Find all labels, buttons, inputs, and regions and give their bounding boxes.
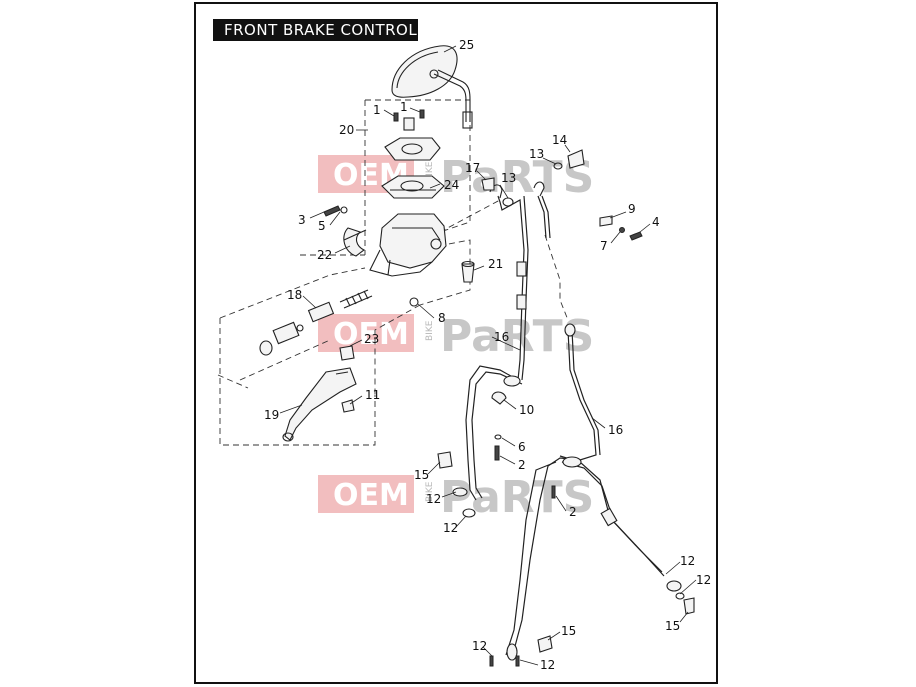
callout-15c: 15 bbox=[561, 624, 576, 638]
callout-23: 23 bbox=[364, 332, 379, 346]
callout-12f: 12 bbox=[540, 658, 555, 672]
callout-16b: 16 bbox=[608, 423, 623, 437]
callout-5: 5 bbox=[318, 219, 326, 233]
callout-17: 17 bbox=[465, 161, 480, 175]
callout-2b: 2 bbox=[569, 505, 577, 519]
callout-12b: 12 bbox=[443, 521, 458, 535]
svg-text:PaRTS: PaRTS bbox=[440, 311, 594, 362]
upper-brake-line bbox=[452, 184, 529, 501]
callout-20: 20 bbox=[339, 123, 354, 137]
reservoir-cover-group bbox=[381, 109, 445, 199]
callout-12c: 12 bbox=[680, 554, 695, 568]
watermark-middle: OEM BIKE PaRTS bbox=[318, 311, 594, 362]
callout-13b: 13 bbox=[529, 147, 544, 161]
callout-12d: 12 bbox=[696, 573, 711, 587]
callout-19: 19 bbox=[264, 408, 279, 422]
callout-24: 24 bbox=[444, 178, 459, 192]
svg-text:BIKE: BIKE bbox=[425, 481, 435, 502]
callout-15a: 15 bbox=[414, 468, 429, 482]
svg-text:BIKE: BIKE bbox=[425, 161, 435, 182]
callout-4: 4 bbox=[652, 215, 660, 229]
master-cylinder bbox=[369, 213, 447, 277]
boot bbox=[461, 260, 475, 283]
callout-1a: 1 bbox=[373, 103, 381, 117]
callouts: 25 1 1 20 17 13 24 14 13 9 4 7 3 5 22 21… bbox=[264, 38, 711, 672]
callout-10: 10 bbox=[519, 403, 534, 417]
diagram-title: FRONT BRAKE CONTROL bbox=[213, 19, 418, 41]
svg-text:BIKE: BIKE bbox=[425, 320, 435, 341]
callout-12e: 12 bbox=[472, 639, 487, 653]
right-upper-line bbox=[533, 149, 585, 239]
leader-lines bbox=[279, 45, 697, 666]
piston-assembly bbox=[259, 289, 419, 361]
callout-11: 11 bbox=[365, 388, 380, 402]
lower-brake-lines bbox=[505, 323, 682, 661]
svg-text:OEM: OEM bbox=[333, 478, 409, 513]
brake-lever bbox=[282, 367, 357, 442]
callout-16a: 16 bbox=[494, 330, 509, 344]
handlebar-clamp bbox=[323, 205, 367, 257]
watermark-bottom: OEM BIKE PaRTS bbox=[318, 472, 594, 523]
callout-18: 18 bbox=[287, 288, 302, 302]
callout-14: 14 bbox=[552, 133, 567, 147]
mirror bbox=[391, 45, 473, 129]
callout-9: 9 bbox=[628, 202, 636, 216]
callout-12a: 12 bbox=[426, 492, 441, 506]
svg-text:PaRTS: PaRTS bbox=[440, 472, 594, 523]
callout-13a: 13 bbox=[501, 171, 516, 185]
small-hardware bbox=[437, 177, 695, 667]
callout-21: 21 bbox=[488, 257, 503, 271]
callout-22: 22 bbox=[317, 248, 332, 262]
callout-3: 3 bbox=[298, 213, 306, 227]
callout-15b: 15 bbox=[665, 619, 680, 633]
callout-2a: 2 bbox=[518, 458, 526, 472]
callout-8: 8 bbox=[438, 311, 446, 325]
callout-1b: 1 bbox=[400, 100, 408, 114]
callout-6: 6 bbox=[518, 440, 526, 454]
callout-7: 7 bbox=[600, 239, 608, 253]
svg-text:OEM: OEM bbox=[333, 317, 409, 352]
callout-25: 25 bbox=[459, 38, 474, 52]
